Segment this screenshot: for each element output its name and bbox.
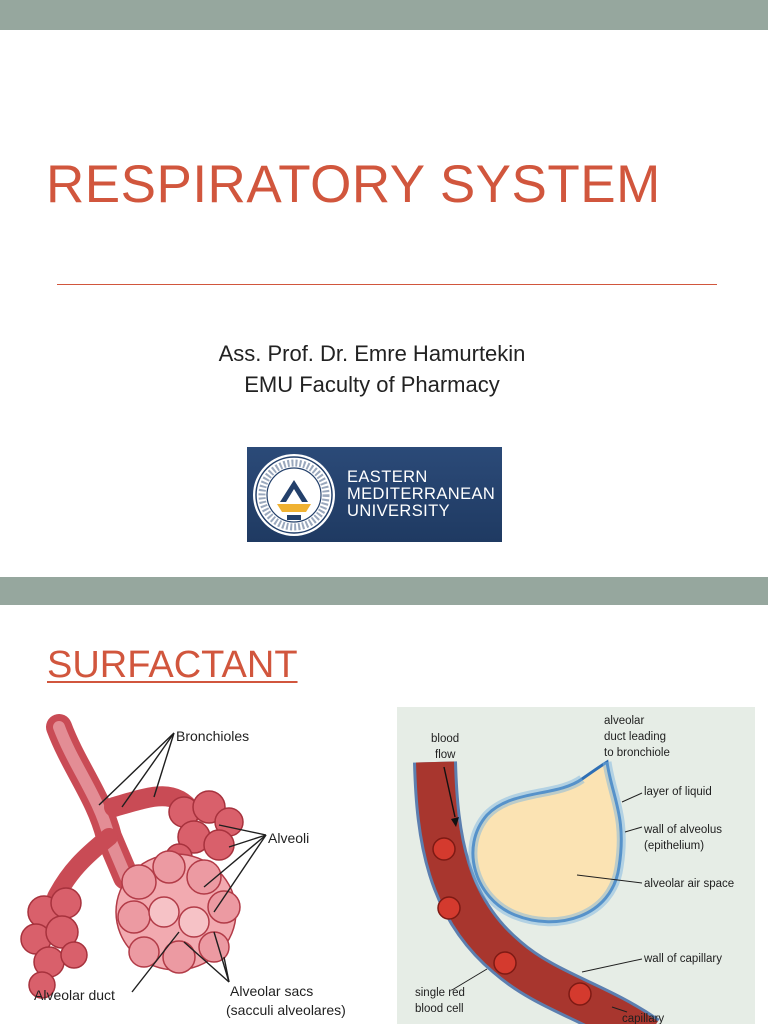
lung-alveoli-diagram: Bronchioles Alveoli Alveolar duct Alveol… — [14, 707, 386, 1024]
label-single-red: single red — [415, 987, 465, 999]
top-band — [0, 0, 768, 30]
university-logo: EASTERN MEDITERRANEAN UNIVERSITY — [247, 447, 502, 542]
label-alveoli: Alveoli — [268, 830, 310, 846]
label-wall-of-alveolus: wall of alveolus — [644, 824, 722, 836]
label-wall-of-capillary: wall of capillary — [644, 953, 722, 965]
logo-wordmark: EASTERN MEDITERRANEAN UNIVERSITY — [347, 469, 495, 520]
logo-line-eastern: EASTERN — [347, 468, 428, 486]
label-sacculi-alveolares: (sacculi alveolares) — [226, 1002, 346, 1018]
label-epithelium: (epithelium) — [644, 840, 705, 852]
label-duct-line3: to bronchiole — [604, 747, 670, 759]
label-alveolar-air-space: alveolar air space — [644, 878, 735, 890]
label-blood-cell: blood cell — [415, 1003, 464, 1015]
alveolus-illustration — [413, 759, 660, 1024]
label-flow: flow — [435, 749, 456, 761]
label-alveolar-duct: Alveolar duct — [34, 987, 115, 1003]
label-alveolar-sacs: Alveolar sacs — [230, 983, 314, 999]
title-divider — [57, 284, 717, 285]
label-bronchioles: Bronchioles — [176, 728, 250, 744]
logo-line-university: UNIVERSITY — [347, 502, 451, 520]
label-capillary: capillary — [622, 1013, 665, 1024]
section-title: SURFACTANT — [47, 644, 298, 686]
label-blood: blood — [431, 733, 460, 745]
label-duct-line2: duct leading — [604, 731, 667, 743]
author-name: Ass. Prof. Dr. Emre Hamurtekin — [218, 341, 526, 366]
logo-line-mediterranean: MEDITERRANEAN — [347, 485, 496, 503]
label-duct-line1: alveolar — [604, 715, 645, 727]
author-affiliation: EMU Faculty of Pharmacy — [244, 372, 500, 397]
slide-separator-band — [0, 577, 768, 605]
label-layer-of-liquid: layer of liquid — [644, 786, 712, 798]
alveoli-illustration — [20, 714, 267, 999]
alveolus-capillary-diagram: blood flow alveolar duct leading to bron… — [397, 707, 755, 1024]
university-seal-icon — [253, 454, 335, 536]
slide-title: RESPIRATORY SYSTEM — [46, 155, 661, 214]
author-block: Ass. Prof. Dr. Emre Hamurtekin EMU Facul… — [0, 338, 744, 400]
